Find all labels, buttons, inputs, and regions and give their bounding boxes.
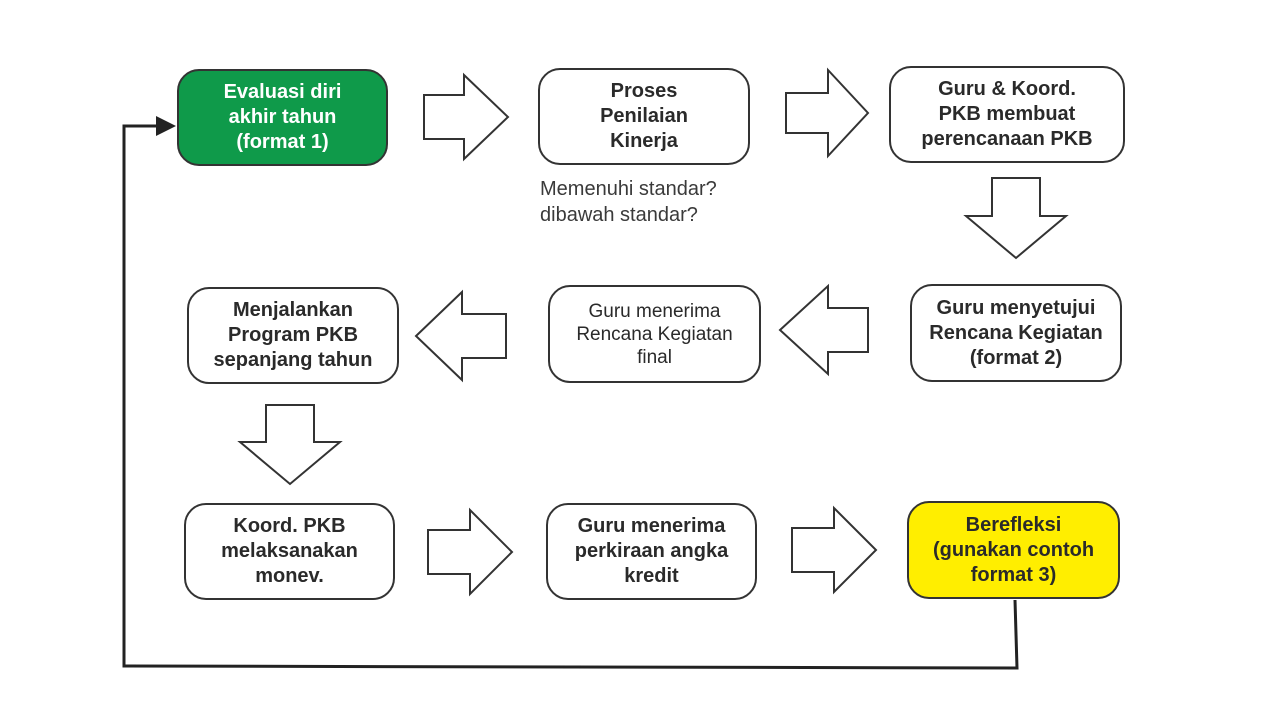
node-perkiraan-angka-kredit: Guru menerima perkiraan angka kredit bbox=[546, 503, 757, 600]
node-perkiraan-angka-kredit-label: Guru menerima perkiraan angka kredit bbox=[574, 515, 729, 587]
arrow-left-2 bbox=[414, 289, 507, 383]
arrow-right-4 bbox=[791, 505, 878, 595]
arrow-down-1 bbox=[963, 177, 1069, 260]
arrow-right-1 bbox=[423, 72, 510, 162]
node-perencanaan-pkb-label: Guru & Koord. PKB membuat perencanaan PK… bbox=[921, 78, 1093, 150]
node-berefleksi: Berefleksi (gunakan contoh format 3) bbox=[907, 501, 1120, 599]
loop-arrowhead bbox=[156, 116, 176, 136]
arrow-right-3 bbox=[427, 507, 514, 597]
node-menerima-rencana-final: Guru menerima Rencana Kegiatan final bbox=[548, 285, 761, 383]
arrow-left-1 bbox=[778, 283, 869, 377]
node-menyetujui-rencana-label: Guru menyetujui Rencana Kegiatan (format… bbox=[929, 296, 1103, 369]
node-perencanaan-pkb: Guru & Koord. PKB membuat perencanaan PK… bbox=[889, 66, 1125, 163]
node-proses-penilaian: Proses Penilaian Kinerja bbox=[538, 68, 750, 165]
node-menyetujui-rencana: Guru menyetujui Rencana Kegiatan (format… bbox=[910, 284, 1122, 382]
node-koord-monev: Koord. PKB melaksanakan monev. bbox=[184, 503, 395, 600]
node-proses-penilaian-label: Proses Penilaian Kinerja bbox=[600, 80, 688, 152]
node-menerima-rencana-final-label: Guru menerima Rencana Kegiatan final bbox=[576, 300, 733, 368]
node-menjalankan-program-label: Menjalankan Program PKB sepanjang tahun bbox=[213, 299, 373, 371]
node-evaluasi-diri: Evaluasi diri akhir tahun (format 1) bbox=[177, 69, 388, 166]
node-koord-monev-label: Koord. PKB melaksanakan monev. bbox=[221, 515, 358, 587]
arrow-down-2 bbox=[237, 404, 343, 486]
node-evaluasi-diri-label: Evaluasi diri akhir tahun (format 1) bbox=[223, 81, 342, 153]
loop-connector bbox=[122, 124, 1019, 670]
arrow-right-2 bbox=[785, 67, 870, 159]
node-menjalankan-program: Menjalankan Program PKB sepanjang tahun bbox=[187, 287, 399, 384]
standard-question-note: Memenuhi standar? dibawah standar? bbox=[540, 178, 717, 226]
node-berefleksi-label: Berefleksi (gunakan contoh format 3) bbox=[932, 513, 1095, 586]
